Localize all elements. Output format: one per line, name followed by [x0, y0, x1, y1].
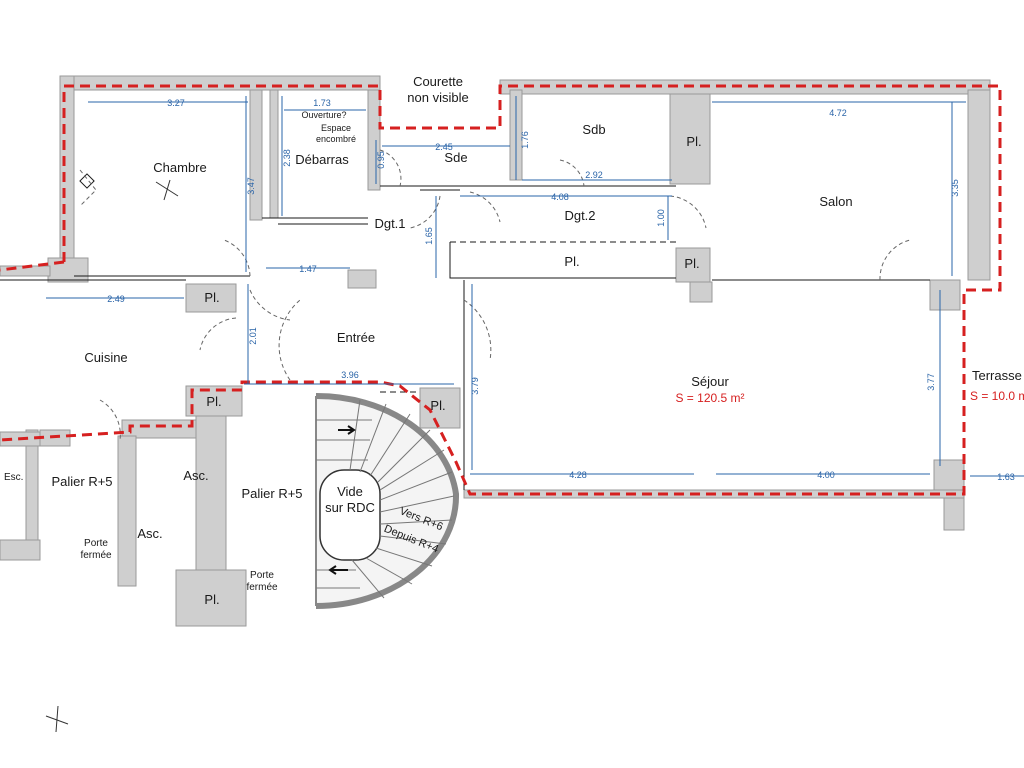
asc1-label: Asc. [183, 468, 208, 483]
dim-1-73: 1.73 [313, 98, 331, 108]
terrasse-label: Terrasse [972, 368, 1022, 383]
porte-left-2: fermée [80, 550, 112, 561]
pl-label-5: Pl. [206, 394, 221, 409]
pl-labels: Pl. Pl. Pl. Pl. Pl. Pl. Pl. [204, 134, 701, 607]
dim-2-45: 2.45 [435, 142, 453, 152]
debarras-label: Débarras [295, 152, 349, 167]
dim-4-72: 4.72 [829, 108, 847, 118]
sejour-area: S = 120.5 m² [675, 391, 744, 405]
dim-3-79: 3.79 [470, 377, 480, 395]
dim-4-00: 4.00 [817, 470, 835, 480]
dim-3-47: 3.47 [246, 177, 256, 195]
terrasse-area: S = 10.0 m² [970, 389, 1024, 403]
door-swings [79, 149, 911, 441]
palier-left-label: Palier R+5 [51, 474, 112, 489]
spiral-staircase [315, 392, 460, 609]
chambre-label: Chambre [153, 160, 206, 175]
apartment-boundary [0, 84, 1002, 496]
sde-label: Sde [444, 150, 467, 165]
dim-2-92: 2.92 [585, 170, 603, 180]
pl-label-3: Pl. [684, 256, 699, 271]
room-lines [0, 173, 930, 490]
salon-label: Salon [819, 194, 852, 209]
courette-label-1: Courette [413, 74, 463, 89]
porte-left-1: Porte [84, 538, 108, 549]
dim-1-63: 1.63 [997, 472, 1015, 482]
dgt1-label: Dgt.1 [374, 216, 405, 231]
cuisine-label: Cuisine [84, 350, 127, 365]
palier-center-label: Palier R+5 [241, 486, 302, 501]
vide-label-1: Vide [337, 484, 363, 499]
pl-label-4: Pl. [204, 290, 219, 305]
sdb-label: Sdb [582, 122, 605, 137]
dim-0-95: 0.95 [376, 151, 386, 169]
vide-label-2: sur RDC [325, 500, 375, 515]
sejour-label: Séjour [691, 374, 729, 389]
dim-3-96: 3.96 [341, 370, 359, 380]
dgt2-label: Dgt.2 [564, 208, 595, 223]
entree-label: Entrée [337, 330, 375, 345]
espace-label-2: encombré [316, 134, 356, 144]
dim-2-01: 2.01 [248, 327, 258, 345]
walls [0, 75, 991, 627]
ouverture-label: Ouverture? [301, 110, 346, 120]
pl-label-7: Pl. [204, 592, 219, 607]
dimension-labels: 3.27 1.73 2.45 4.72 2.38 3.47 0.95 1.76 … [107, 98, 1015, 482]
dim-1-47: 1.47 [299, 264, 317, 274]
dim-3-77: 3.77 [926, 373, 936, 391]
dim-1-76: 1.76 [520, 131, 530, 149]
dim-2-49: 2.49 [107, 294, 125, 304]
cross-markers [45, 179, 179, 733]
dim-4-28: 4.28 [569, 470, 587, 480]
dimension-lines [46, 96, 1024, 477]
dim-1-65: 1.65 [424, 227, 434, 245]
pl-label-2: Pl. [564, 254, 579, 269]
pl-label-6: Pl. [430, 398, 445, 413]
dim-4-08: 4.08 [551, 192, 569, 202]
asc2-label: Asc. [137, 526, 162, 541]
dim-3-27: 3.27 [167, 98, 185, 108]
pl-label-1: Pl. [686, 134, 701, 149]
dim-2-38: 2.38 [282, 149, 292, 167]
porte-center-1: Porte [250, 570, 274, 581]
porte-center-2: fermée [246, 582, 278, 593]
courette-label-2: non visible [407, 90, 468, 105]
espace-label-1: Espace [321, 123, 351, 133]
dim-3-35: 3.35 [950, 179, 960, 197]
dim-1-00: 1.00 [656, 209, 666, 227]
esc-left-label: Esc. [4, 472, 23, 483]
